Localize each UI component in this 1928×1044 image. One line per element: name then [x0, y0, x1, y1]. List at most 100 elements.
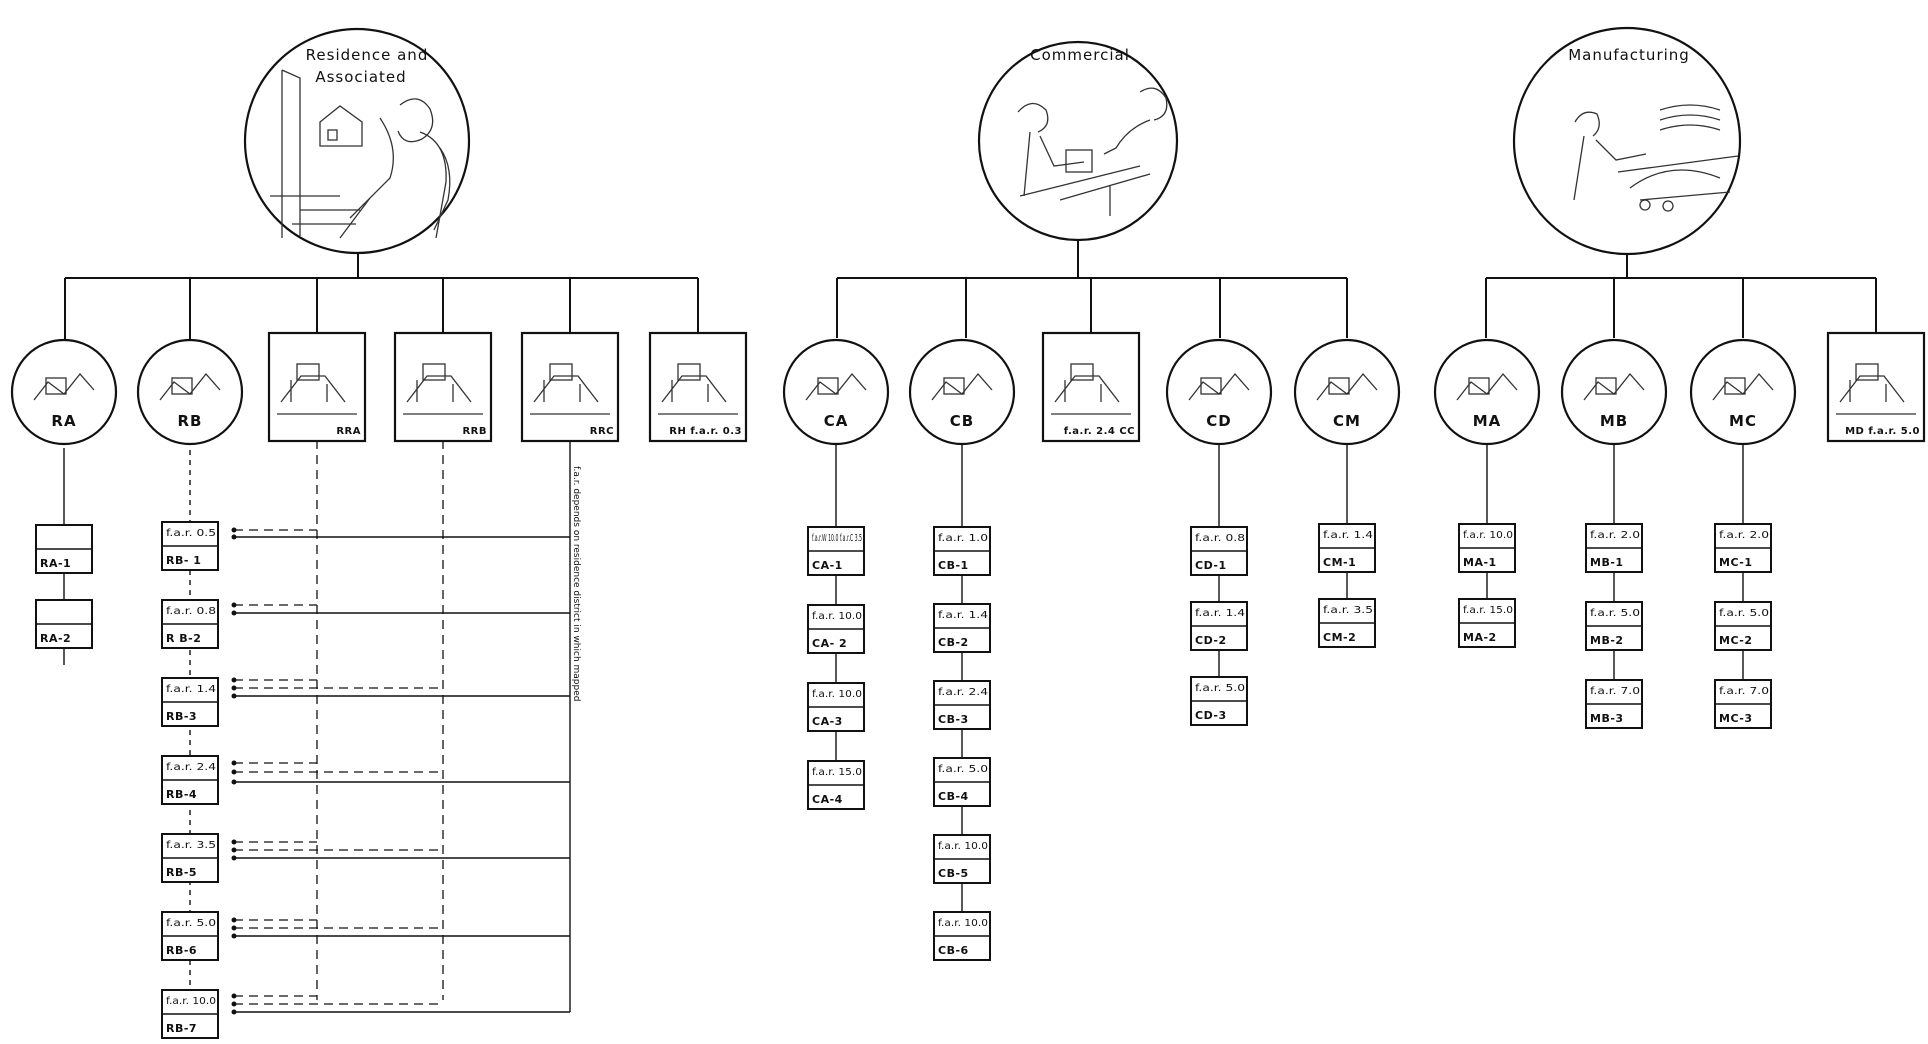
zone-box: f.a.r. 1.4CB-2 — [934, 604, 990, 652]
zone-box: f.a.r. 5.0RB-6 — [162, 912, 218, 960]
zone-box: f.a.r. 3.5CM-2 — [1319, 599, 1375, 647]
zone-far-value: f.a.r. 10.0 — [938, 841, 988, 852]
zone-code: RB-3 — [166, 710, 197, 723]
zone-code: CB-2 — [938, 636, 969, 649]
district-label: CD — [1206, 412, 1231, 430]
zone-code: CA-4 — [812, 793, 843, 806]
zone-far-value: f.a.r. 3.5 — [1323, 605, 1373, 616]
zone-far-value: f.a.r. 10.0 — [1463, 530, 1513, 541]
far-dependency-note: f.a.r. depends on residence district in … — [571, 466, 581, 702]
zone-box: f.a.r. 5.0CD-3 — [1191, 677, 1247, 725]
zone-box: f.a.r. 1.4RB-3 — [162, 678, 218, 726]
district-layer: RA RA-1RA-2 RB f.a.r. 0.5RB- 1 f.a.r. 0.8 R B… — [12, 333, 1924, 1038]
zone-far-value: f.a.r. 10.0 — [812, 689, 862, 700]
zone-code: CM-1 — [1323, 556, 1356, 569]
zone-box: f.a.r. 10.0CA- 2 — [808, 605, 864, 653]
zone-code: R B-2 — [166, 632, 201, 645]
zone-code: RB-6 — [166, 944, 197, 957]
zone-far-value: f.a.r. 5.0 — [166, 918, 216, 929]
district-label: RRB — [462, 426, 487, 437]
zone-code: MB-3 — [1590, 712, 1624, 725]
zone-code: CD-1 — [1195, 559, 1227, 572]
zone-far-value: f.a.r. 0.5 — [166, 528, 216, 539]
zone-far-value: f.a.r. 2.4 — [938, 687, 988, 698]
zone-far-value: f.a.r. 2.4 — [166, 762, 216, 773]
zone-far-value: f.a.r. 3.5 — [166, 840, 216, 851]
category-residence: Residence and Associated — [245, 29, 469, 253]
zone-code: CA- 2 — [812, 637, 847, 650]
district-label: MC — [1729, 412, 1757, 430]
zone-box: f.a.r. 15.0CA-4 — [808, 761, 864, 809]
zone-box: f.a.r. 10.0RB-7 — [162, 990, 218, 1038]
zone-far-value: f.a.r. 5.0 — [1590, 608, 1640, 619]
zone-box: f.a.r. 2.4CB-3 — [934, 681, 990, 729]
district-label: RA — [51, 412, 76, 430]
zone-box: f.a.r. 7.0MB-3 — [1586, 680, 1642, 728]
zone-far-value: f.a.r. 15.0 — [812, 767, 862, 778]
zone-far-value: f.a.r. 5.0 — [938, 764, 988, 775]
zone-code: RB-7 — [166, 1022, 197, 1035]
zone-code: RB-5 — [166, 866, 197, 879]
zone-code: RA-2 — [40, 632, 71, 645]
zone-code: CM-2 — [1323, 631, 1356, 644]
zone-far-value: f.a.r. 0.8 — [166, 606, 216, 617]
zone-box: f.a.r. 2.0MC-1 — [1715, 524, 1771, 572]
district-label: MA — [1473, 412, 1502, 430]
district-label: RB — [178, 412, 203, 430]
zone-box: f.a.r. 2.4RB-4 — [162, 756, 218, 804]
zone-box: f.a.r. 5.0CB-4 — [934, 758, 990, 806]
district-rrb: RRB — [395, 333, 491, 441]
district-label: CM — [1333, 412, 1361, 430]
zone-far-value: f.a.r.W 10.0 f.a.r.C 3.5 — [812, 533, 862, 544]
zone-far-value: f.a.r. 1.0 — [938, 533, 988, 544]
district-rh: RH f.a.r. 0.3 — [650, 333, 746, 441]
zone-code: MA-1 — [1463, 556, 1497, 569]
district-label: MB — [1600, 412, 1628, 430]
zone-far-value: f.a.r. 0.8 — [1195, 533, 1245, 544]
category-title-line: Manufacturing — [1568, 46, 1690, 64]
zone-code: CA-3 — [812, 715, 843, 728]
category-title-line: Residence and — [306, 46, 429, 64]
district-md: MD f.a.r. 5.0 — [1828, 333, 1924, 441]
zone-far-value: f.a.r. 10.0 — [938, 918, 988, 929]
category-title-line: Associated — [315, 68, 406, 86]
zone-box: RA-1 — [36, 525, 92, 573]
zone-far-value: f.a.r. 7.0 — [1590, 686, 1640, 697]
zone-code: CA-1 — [812, 559, 843, 572]
zone-box: RA-2 — [36, 600, 92, 648]
district-label: RH f.a.r. 0.3 — [669, 426, 742, 437]
category-commercial: Commercial — [979, 42, 1177, 240]
district-label: CB — [950, 412, 974, 430]
district-rb: RB f.a.r. 0.5RB- 1 f.a.r. 0.8 R B-2 f.a.r. 1… — [138, 340, 242, 1038]
zone-box: f.a.r. 10.0CB-5 — [934, 835, 990, 883]
zone-box: f.a.r. 7.0MC-3 — [1715, 680, 1771, 728]
zone-box: f.a.r. 5.0MC-2 — [1715, 602, 1771, 650]
zone-far-value: f.a.r. 10.0 — [812, 611, 862, 622]
zone-far-value: f.a.r. 15.0 — [1463, 605, 1513, 616]
zone-box: f.a.r. 5.0MB-2 — [1586, 602, 1642, 650]
zone-code: RB- 1 — [166, 554, 201, 567]
district-label: MD f.a.r. 5.0 — [1845, 426, 1920, 437]
zone-code: MC-3 — [1719, 712, 1753, 725]
zone-code: CD-3 — [1195, 709, 1227, 722]
zone-code: MC-2 — [1719, 634, 1753, 647]
zone-code: MB-2 — [1590, 634, 1624, 647]
zone-box: f.a.r. 0.5RB- 1 — [162, 522, 218, 570]
zone-box: f.a.r. 15.0MA-2 — [1459, 599, 1515, 647]
district-cc: f.a.r. 2.4 CC — [1043, 333, 1139, 441]
zone-code: CB-4 — [938, 790, 969, 803]
zone-box: f.a.r. 3.5RB-5 — [162, 834, 218, 882]
zone-box: f.a.r. 1.4CM-1 — [1319, 524, 1375, 572]
zone-code: CD-2 — [1195, 634, 1227, 647]
zone-box: f.a.r. 10.0MA-1 — [1459, 524, 1515, 572]
zone-far-value: f.a.r. 5.0 — [1195, 683, 1245, 694]
zone-far-value: f.a.r. 5.0 — [1719, 608, 1769, 619]
district-rrc: RRC — [522, 333, 618, 441]
district-label: CA — [824, 412, 849, 430]
district-label: RRA — [336, 426, 361, 437]
zone-far-value: f.a.r. 1.4 — [938, 610, 988, 621]
district-rra: RRA — [269, 333, 365, 441]
zone-box: f.a.r. 10.0CA-3 — [808, 683, 864, 731]
category-manufacturing: Manufacturing — [1514, 28, 1740, 254]
